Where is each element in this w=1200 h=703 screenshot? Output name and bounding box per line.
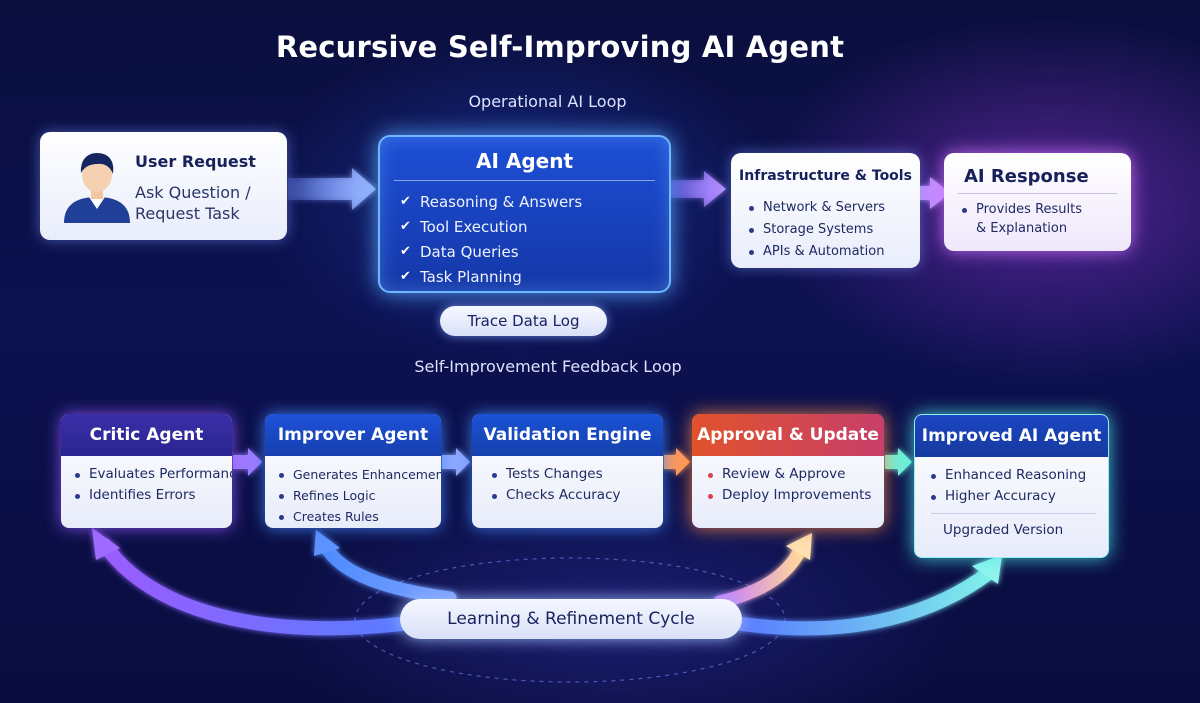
list-item: Identifies Errors: [75, 485, 232, 506]
infrastructure-title: Infrastructure & Tools: [739, 168, 912, 184]
cycle-ring: [354, 557, 786, 683]
infrastructure-list: Network & Servers Storage Systems APIs &…: [749, 197, 885, 263]
validation-engine-card: Validation Engine Tests Changes Checks A…: [472, 414, 663, 528]
arrow-right-icon: [668, 171, 726, 207]
user-request-card: User Request Ask Question / Request Task: [40, 132, 287, 240]
ai-agent-capabilities: ✔Reasoning & Answers ✔Tool Execution ✔Da…: [400, 189, 582, 289]
learning-cycle-pill: Learning & Refinement Cycle: [400, 599, 742, 639]
list-item: Tests Changes: [492, 464, 663, 485]
cycle-arrow-improved: [735, 565, 997, 636]
critic-agent-title: Critic Agent: [61, 414, 232, 456]
list-item: Higher Accuracy: [931, 486, 1108, 507]
approval-update-title: Approval & Update: [692, 414, 884, 456]
arrow-head-icon: [972, 555, 1002, 584]
arrow-right-icon: [885, 448, 912, 476]
arrow-right-icon: [288, 168, 376, 210]
cycle-arrow-improver: [318, 538, 457, 605]
divider: [931, 513, 1096, 514]
improved-ai-agent-list: Enhanced Reasoning Higher Accuracy: [915, 457, 1108, 507]
improved-ai-agent-card: Improved AI Agent Enhanced Reasoning Hig…: [914, 414, 1109, 558]
user-avatar-icon: [64, 153, 130, 223]
user-request-title: User Request: [135, 152, 256, 171]
improved-ai-agent-title: Improved AI Agent: [915, 415, 1108, 457]
improver-agent-list: Generates Enhancements Refines Logic Cre…: [265, 456, 441, 527]
arrow-head-icon: [92, 528, 120, 560]
section-label-feedback: Self-Improvement Feedback Loop: [414, 357, 682, 376]
arrow-right-icon: [233, 448, 262, 476]
list-item: Provides Results & Explanation: [962, 200, 1082, 238]
arrow-head-icon: [786, 533, 812, 560]
list-item: Evaluates Performance: [75, 464, 232, 485]
check-icon: ✔: [400, 244, 411, 259]
check-icon: ✔: [400, 269, 411, 284]
approval-update-list: Review & Approve Deploy Improvements: [692, 456, 884, 506]
upgraded-version-label: Upgraded Version: [943, 522, 1064, 538]
capability-item: ✔Tool Execution: [400, 217, 528, 236]
ai-response-card: AI Response Provides Results & Explanati…: [944, 153, 1131, 251]
list-item: APIs & Automation: [749, 241, 885, 263]
approval-update-card: Approval & Update Review & Approve Deplo…: [692, 414, 884, 528]
list-item: Refines Logic: [279, 485, 441, 506]
list-item: Storage Systems: [749, 219, 885, 241]
ai-agent-card: AI Agent ✔Reasoning & Answers ✔Tool Exec…: [378, 135, 671, 293]
ai-response-title: AI Response: [964, 166, 1089, 187]
divider: [958, 193, 1117, 194]
critic-agent-card: Critic Agent Evaluates Performance Ident…: [61, 414, 232, 528]
critic-agent-list: Evaluates Performance Identifies Errors: [61, 456, 232, 506]
page-title: Recursive Self-Improving AI Agent: [275, 30, 845, 64]
cycle-arrow-critic: [98, 538, 407, 636]
improver-agent-card: Improver Agent Generates Enhancements Re…: [265, 414, 441, 528]
arrow-head-icon: [314, 530, 340, 556]
check-icon: ✔: [400, 219, 411, 234]
capability-item: ✔Task Planning: [400, 267, 522, 286]
list-item: Creates Rules: [279, 506, 441, 527]
arrow-right-icon: [664, 448, 690, 476]
list-item: Deploy Improvements: [708, 485, 884, 506]
check-icon: ✔: [400, 194, 411, 209]
divider: [394, 180, 655, 181]
list-item: Enhanced Reasoning: [931, 465, 1108, 486]
validation-engine-title: Validation Engine: [472, 414, 663, 456]
capability-item: ✔Reasoning & Answers: [400, 192, 583, 211]
validation-engine-list: Tests Changes Checks Accuracy: [472, 456, 663, 506]
trace-data-log-pill: Trace Data Log: [440, 306, 607, 336]
list-item: Review & Approve: [708, 464, 884, 485]
list-item: Checks Accuracy: [492, 485, 663, 506]
infrastructure-card: Infrastructure & Tools Network & Servers…: [731, 153, 920, 268]
improver-agent-title: Improver Agent: [265, 414, 441, 456]
section-label-operational: Operational AI Loop: [468, 92, 627, 111]
user-request-subtitle: Ask Question / Request Task: [135, 183, 251, 223]
capability-item: ✔Data Queries: [400, 242, 519, 261]
arrow-right-icon: [442, 448, 470, 476]
cycle-arrow-approval: [713, 543, 807, 609]
ai-agent-title: AI Agent: [475, 149, 574, 173]
arrow-right-icon: [920, 177, 950, 209]
list-item: Generates Enhancements: [279, 464, 441, 485]
ai-response-list: Provides Results & Explanation: [962, 200, 1082, 238]
list-item: Network & Servers: [749, 197, 885, 219]
